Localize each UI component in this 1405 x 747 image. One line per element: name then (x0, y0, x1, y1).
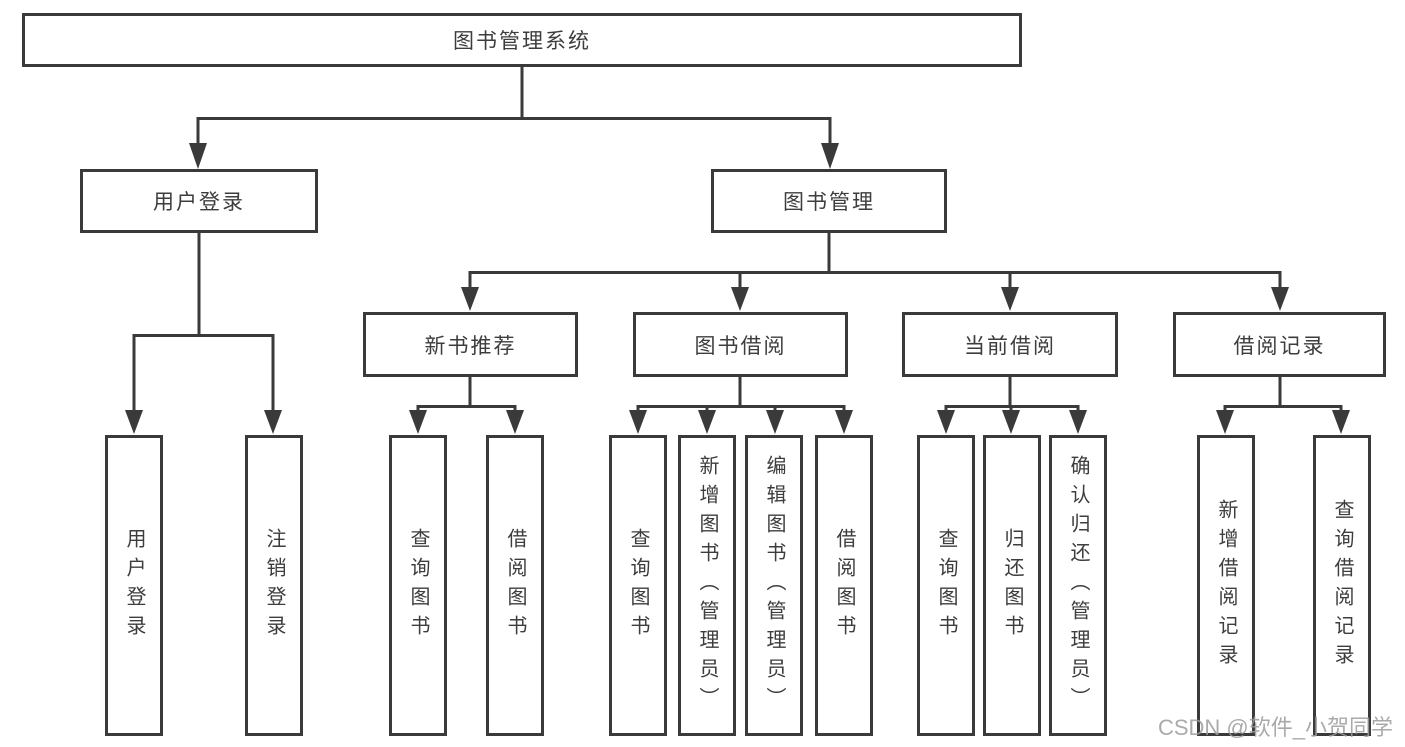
leaf-borrow-book-1: 借阅图书 (486, 435, 544, 736)
node-user-login: 用户登录 (80, 169, 318, 233)
node-book-borrow: 图书借阅 (633, 312, 848, 377)
leaf-label: 查询借阅记录 (1331, 498, 1353, 673)
node-current-borrow: 当前借阅 (902, 312, 1118, 377)
leaf-return-book: 归还图书 (983, 435, 1041, 736)
leaf-label: 编辑图书（管理员） (763, 455, 785, 716)
node-label: 图书管理 (783, 191, 875, 214)
leaf-label: 新增图书（管理员） (696, 455, 718, 716)
leaf-label: 新增借阅记录 (1215, 498, 1237, 673)
node-book-management: 图书管理 (711, 169, 947, 233)
connector-book-borrow-leaves (629, 375, 853, 434)
connector-book-management-to-level3 (461, 231, 1289, 311)
leaf-query-borrow-record: 查询借阅记录 (1313, 435, 1371, 736)
connector-root-to-level2 (189, 66, 839, 169)
node-label: 用户登录 (153, 191, 245, 214)
leaf-query-book-3: 查询图书 (917, 435, 975, 736)
leaf-label: 确认归还（管理员） (1067, 455, 1089, 716)
node-label: 图书借阅 (694, 334, 787, 358)
leaf-edit-book-admin: 编辑图书（管理员） (745, 435, 803, 736)
leaf-query-book-2: 查询图书 (609, 435, 667, 736)
node-label: 当前借阅 (964, 334, 1056, 358)
leaf-label: 借阅图书 (833, 527, 855, 644)
leaf-label: 用户登录 (123, 527, 145, 644)
leaf-add-borrow-record: 新增借阅记录 (1197, 435, 1255, 736)
node-root-label: 图书管理系统 (453, 30, 591, 53)
node-label: 新书推荐 (424, 334, 517, 358)
leaf-label: 借阅图书 (504, 527, 526, 644)
csdn-watermark: CSDN @软件_小贺同学 (1157, 715, 1393, 740)
leaf-confirm-return-admin: 确认归还（管理员） (1049, 435, 1107, 736)
leaf-borrow-book-2: 借阅图书 (815, 435, 873, 736)
node-label: 借阅记录 (1233, 334, 1326, 358)
leaf-label: 查询图书 (407, 527, 429, 644)
leaf-label: 查询图书 (935, 527, 957, 644)
leaf-label: 查询图书 (627, 527, 649, 644)
leaf-add-book-admin: 新增图书（管理员） (678, 435, 736, 736)
leaf-query-book-1: 查询图书 (389, 435, 447, 736)
connector-user-login-leaves (125, 231, 282, 434)
leaf-label: 注销登录 (263, 527, 285, 644)
node-new-book-recommend: 新书推荐 (363, 312, 578, 377)
connector-new-book-leaves (409, 375, 524, 434)
leaf-logout: 注销登录 (245, 435, 303, 736)
leaf-user-login: 用户登录 (105, 435, 163, 736)
leaf-label: 归还图书 (1001, 527, 1023, 644)
node-borrow-records: 借阅记录 (1173, 312, 1386, 377)
connector-borrow-records-leaves (1216, 375, 1350, 434)
node-root-system: 图书管理系统 (22, 13, 1022, 67)
connector-current-borrow-leaves (937, 375, 1087, 434)
